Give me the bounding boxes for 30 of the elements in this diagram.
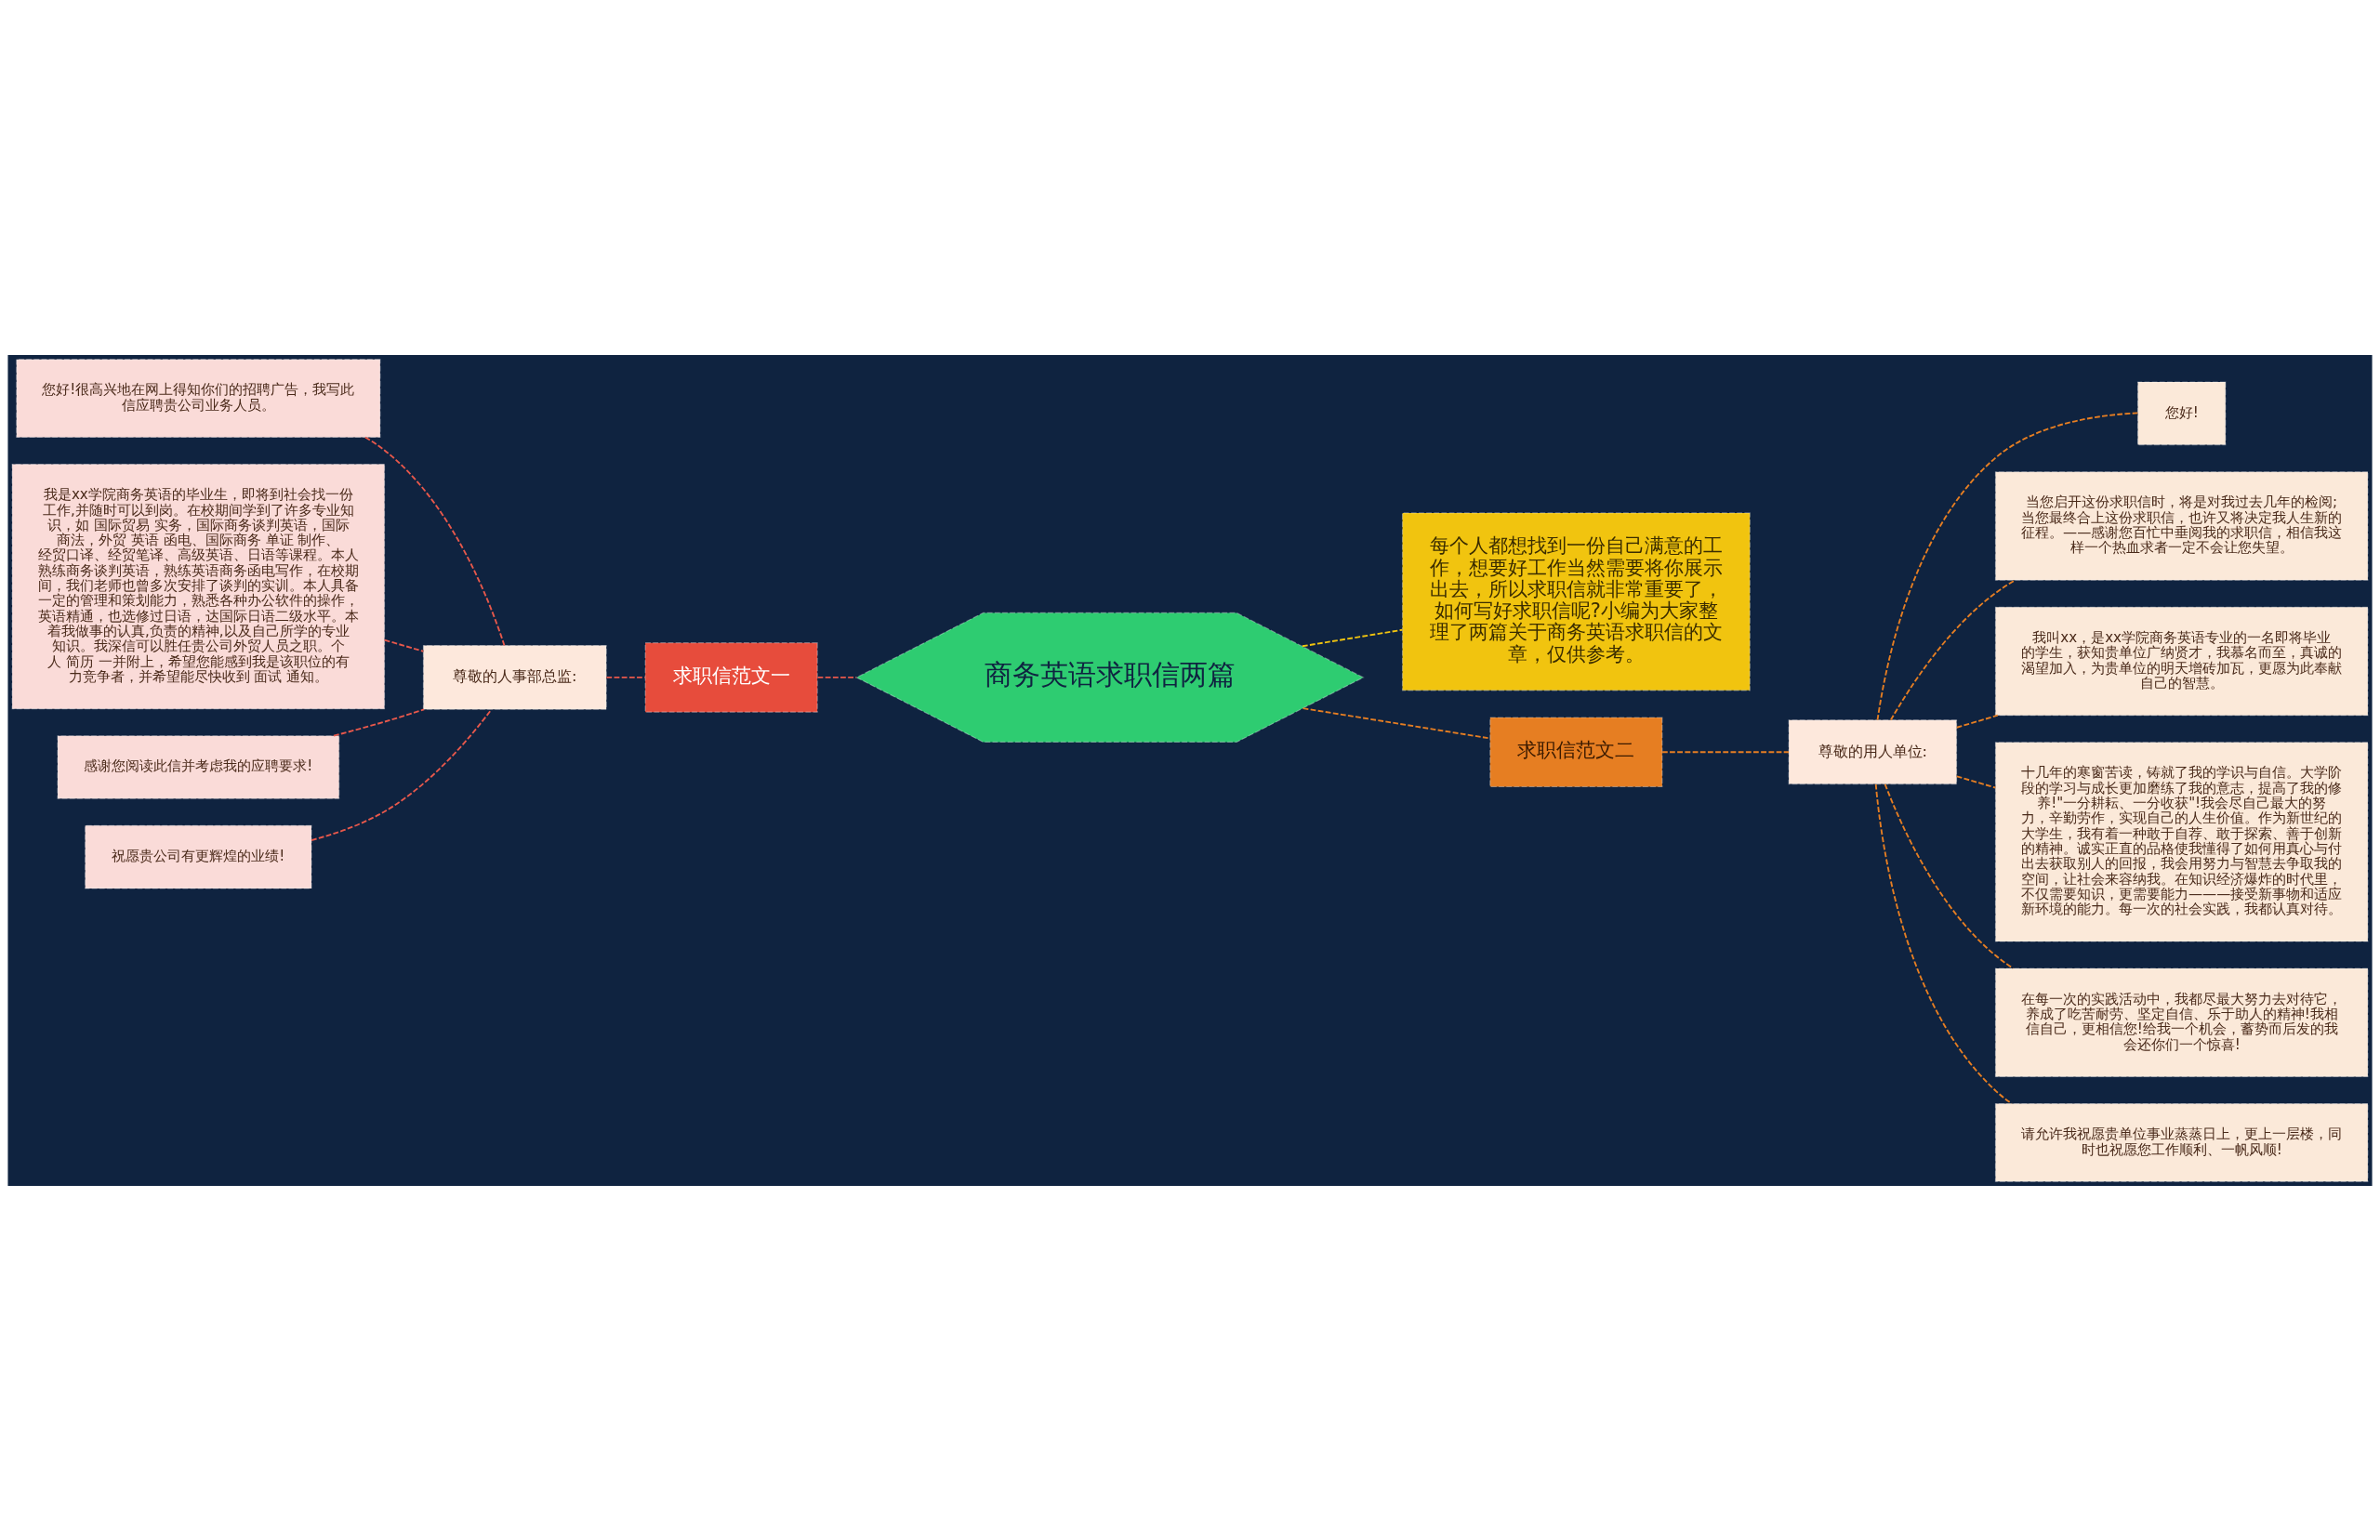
connector	[311, 708, 493, 841]
node-box: 尊敬的用人单位:	[1788, 718, 1958, 784]
connector	[1889, 578, 2016, 720]
connector	[1874, 783, 2013, 1104]
connector	[1302, 706, 1491, 739]
node-box: 您好!	[2136, 381, 2227, 445]
connector	[1876, 412, 2139, 721]
node-box: 您好!很高兴地在网上得知你们的招聘广告，我写此信应聘贵公司业务人员。	[16, 358, 381, 438]
node-box: 当您启开这份求职信时，将是对我过去几年的检阅;当您最终合上这份求职信，也许又将决定我人生新的征程。——感谢您百忙中垂阅我的求职信，相信我这样一个热血求者一定不会让您失望。	[1994, 470, 2369, 581]
connector	[1661, 750, 1790, 753]
connector	[1955, 774, 1997, 788]
node-box: 祝愿贵公司有更辉煌的业绩!	[85, 824, 312, 888]
connector	[333, 707, 426, 737]
connector	[1955, 714, 1999, 729]
node-box: 求职信范文二	[1489, 716, 1663, 787]
connector	[364, 436, 506, 646]
node-box: 十几年的寒窗苦读，铸就了我的学识与自信。大学阶段的学习与成长更加磨练了我的意志，提高了我的修养!"一分耕耘、一分收获"!我会尽自己最大的努力，辛勤劳作，实现自己的人生价值。作为新世纪的大学生，我有着一种敢于自荐、敢于探索、善于创新的精神。诚实正直的品格使我懂得了如何用真心与付出去获取别人的回报，我会用努力与智慧去争取我的空间，让社会来容纳我。在知识经济爆炸的时代里，不仅需要知识，更需要能力———接受新事物和适应新环境的能力。每一次的社会实践，我都认真对待。	[1994, 741, 2369, 941]
node-box: 在每一次的实践活动中，我都尽最大努力去对待它，养成了吃苦耐劳、坚定自信、乐于助人的精神!我相信自己，更相信您!给我一个机会，蓄势而后发的我会还你们一个惊喜!	[1994, 967, 2369, 1077]
connector	[383, 638, 425, 652]
node-box: 感谢您阅读此信并考虑我的应聘要求!	[57, 734, 340, 799]
connector	[1302, 628, 1404, 647]
node-box: 每个人都想找到一份自己满意的工作，想要好工作当然需要将你展示出去，所以求职信就非常重要了，如何写好求职信呢?小编为大家整理了两篇关于商务英语求职信的文章，仅供参考。	[1401, 511, 1751, 691]
connector	[1884, 783, 2015, 969]
node-box: 请允许我祝愿贵单位事业蒸蒸日上，更上一层楼，同时也祝愿您工作顺利、一帆风顺!	[1994, 1102, 2369, 1182]
connector	[816, 676, 858, 678]
node-box: 尊敬的人事部总监:	[422, 644, 607, 710]
node-box: 求职信范文一	[644, 641, 818, 713]
node-box: 我是xx学院商务英语的毕业生，即将到社会找一份工作,并随时可以到岗。在校期间学到了许多专业知识，如 国际贸易 实务，国际商务谈判英语，国际商法，外贸 英语 函电、国际商务 单证 制作、经贸口译、经贸笔译、高级英语、日语等课程。本人熟练商务谈判英语，熟练英语商务函电写作，在校期间，我们老师也曾多次安排了谈判的实训。本人具备一定的管理和策划能力，熟悉各种办公软件的操作，英语精通，也选修过日语，达国际日语二级水平。本着我做事的认真,负责的精神,以及自己所学的专业知识。我深信可以胜任贵公司外贸人员之职。个人 简历 一并附上，希望您能感到我是该职位的有力竞争者，并希望能尽快收到 面试 通知。	[11, 463, 386, 709]
node-box: 我叫xx，是xx学院商务英语专业的一名即将毕业的学生，获知贵单位广纳贤才，我慕名而至，真诚的渴望加入，为贵单位的明天增砖加瓦，更愿为此奉献自己的智慧。	[1994, 606, 2369, 716]
connector	[605, 676, 646, 678]
